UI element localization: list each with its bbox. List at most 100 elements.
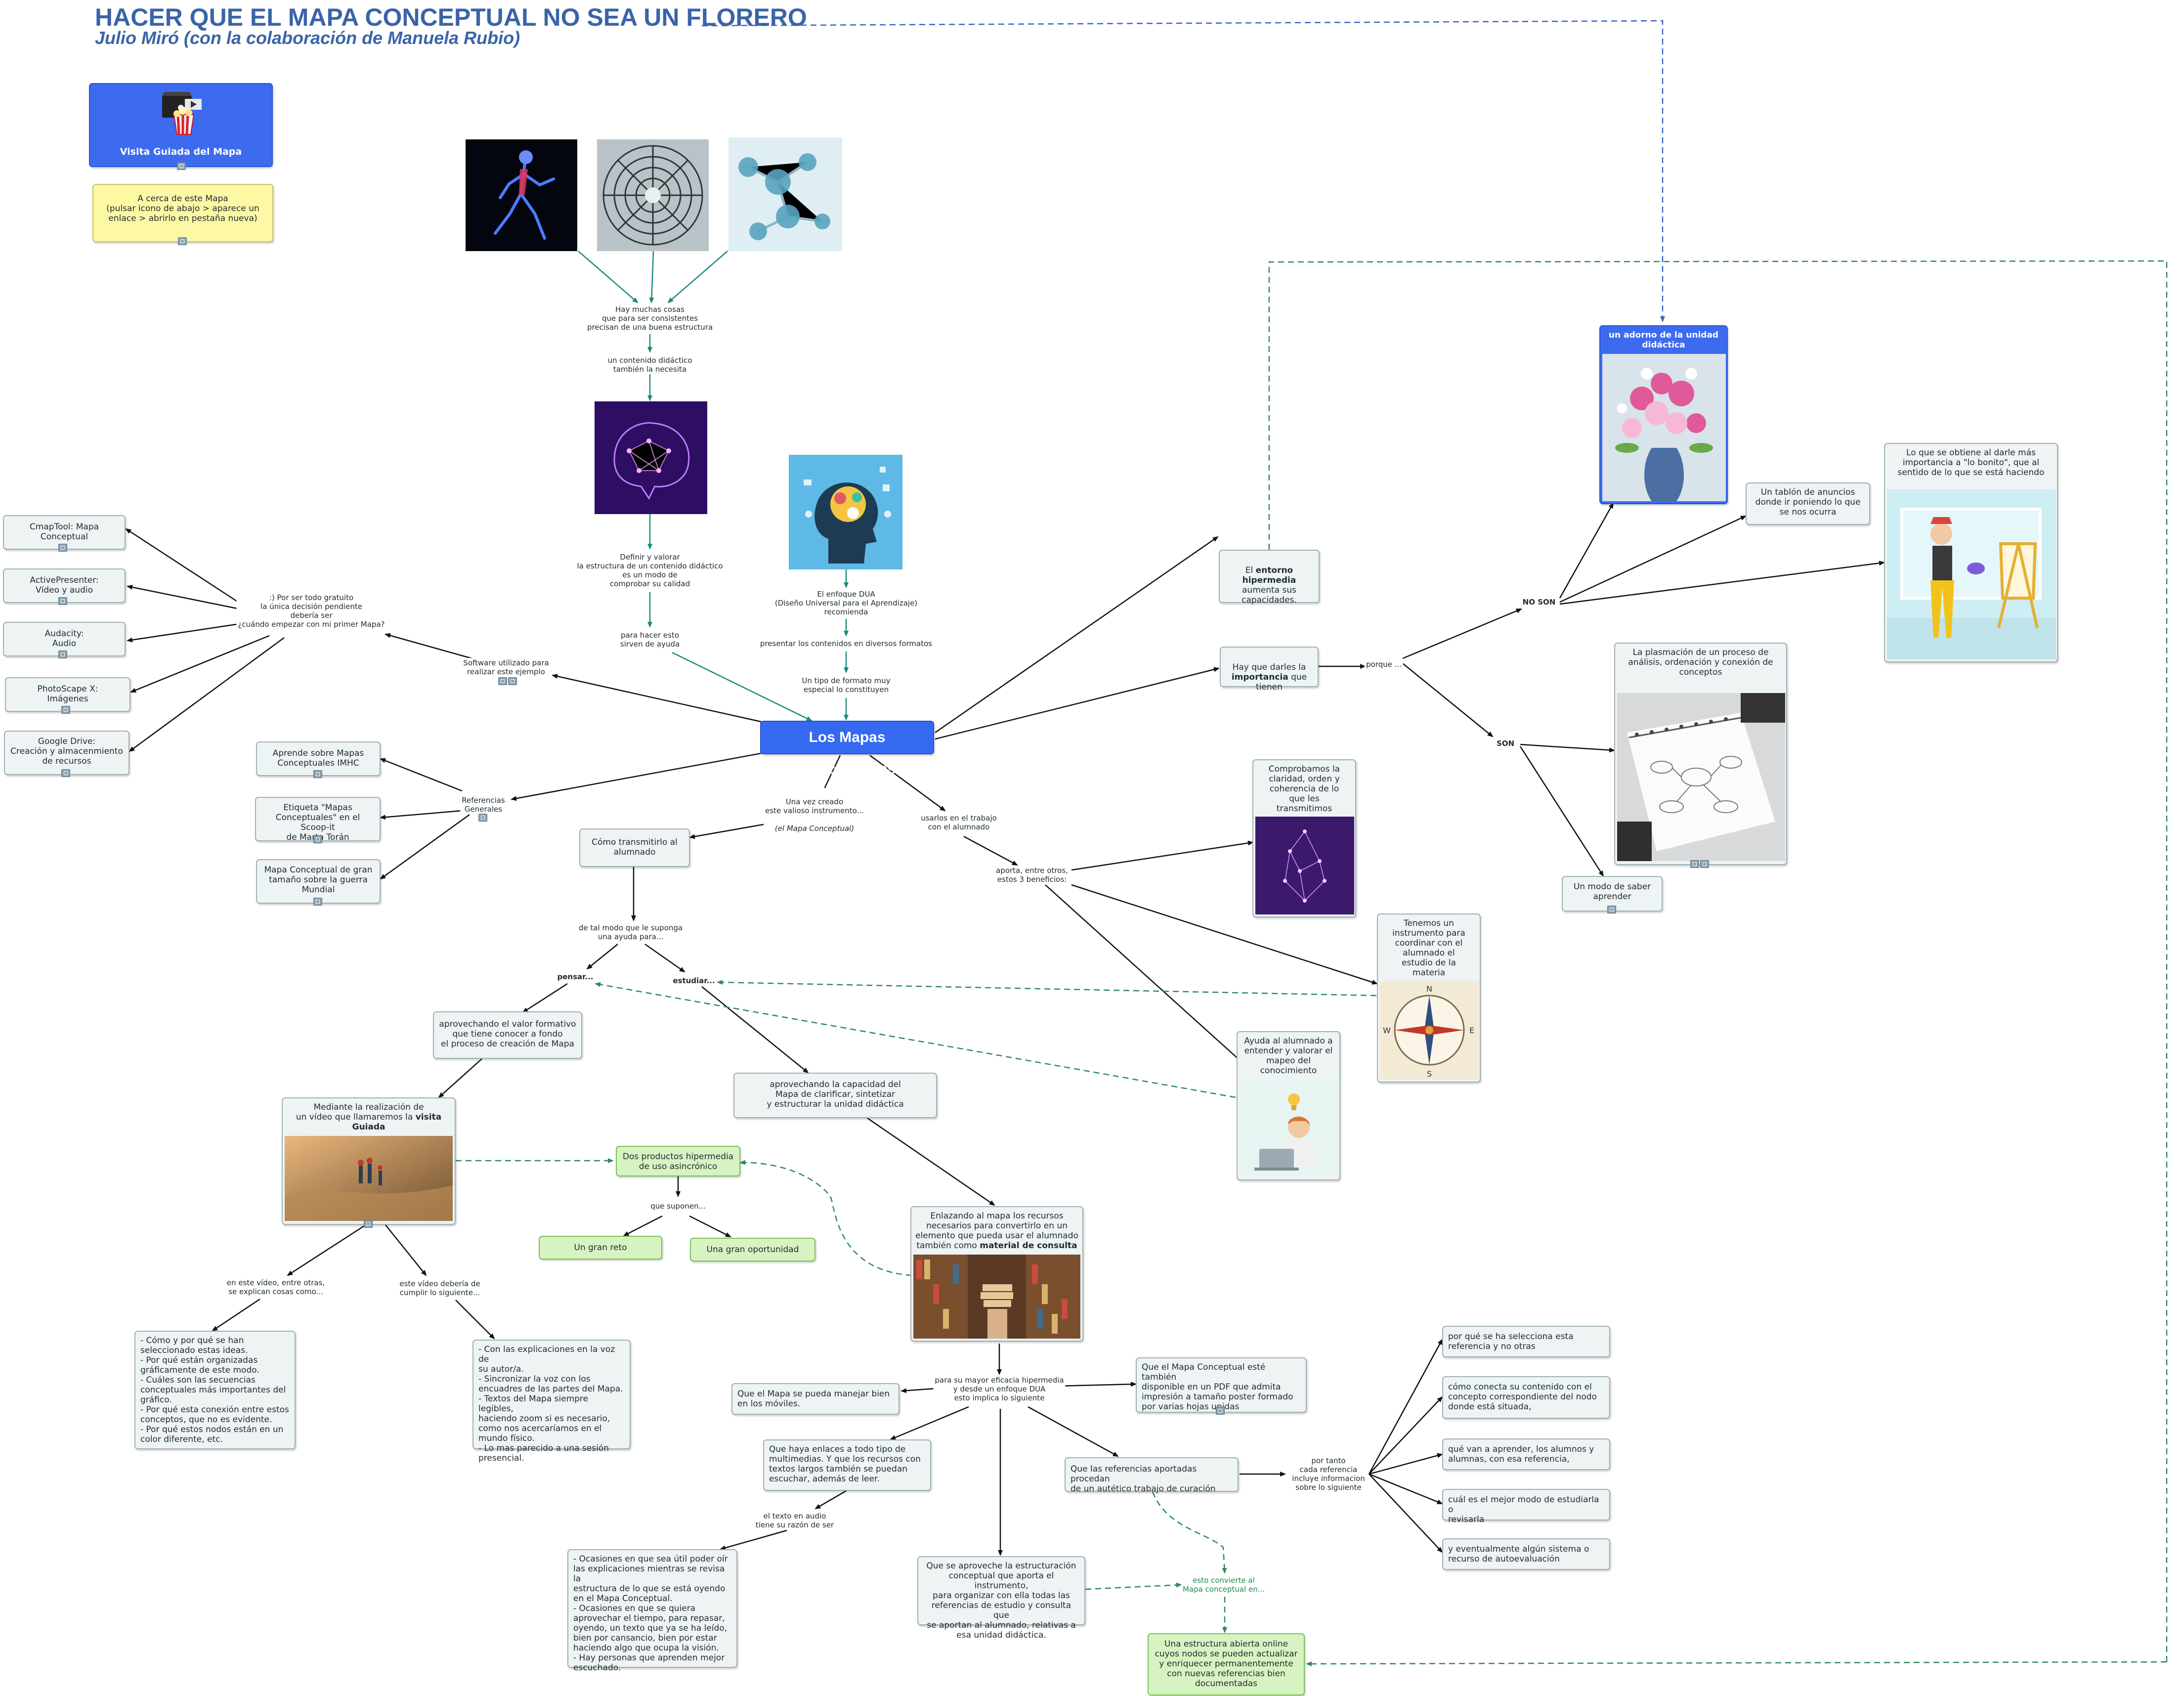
because-label: porque ... [1365,659,1403,669]
software-googledrive[interactable]: Google Drive: Creación y almacenmiento d… [4,731,129,775]
video-guided-tour-node[interactable]: Mediante la realización de un vídeo que … [282,1097,456,1225]
environment-text-b: entorno hipermedia [1242,565,1296,585]
opportunity-node[interactable]: Una gran oportunidad [690,1238,815,1261]
importance-node[interactable]: Hay que darles la importancia que tienen [1220,647,1319,692]
challenge-node[interactable]: Un gran reto [539,1236,662,1260]
resources-consultation-node[interactable]: Enlazando al mapa los recursos necesario… [910,1206,1083,1342]
benefit-coordinate-text: Tenemos un instrumento para coordinar co… [1392,918,1465,978]
pdf-link-icon[interactable] [1216,1407,1225,1415]
use-with-label: usarlos en el trabajo con el alumnado [919,813,998,832]
ref-info-learn: qué van a aprender, los alumnos y alumna… [1442,1438,1610,1470]
video-requirements-list: - Con las explicaciones en la voz de su … [472,1340,631,1463]
process-node[interactable]: La plasmación de un proceso de análisis,… [1614,643,1787,865]
becomes-label: esto convierte al Mapa conceptual en... [1181,1575,1267,1594]
to-do-this-label: para hacer esto sirven de ayuda [618,630,682,649]
guided-tour-node[interactable]: Visita Guiada del Mapa [89,83,273,170]
edge-invideo-items [212,1298,260,1332]
ref-info-study: cuál es el mejor modo de estudiarla o re… [1442,1489,1610,1524]
dua-label: El enfoque DUA (Diseño Universal para el… [773,589,919,617]
curation-node[interactable]: Que las referencias aportadas procedan d… [1065,1457,1239,1494]
leverage-capacity-node[interactable]: aprovechando la capacidad del Mapa de cl… [733,1073,937,1118]
references-link-icon[interactable] [478,814,487,822]
edge-question-active [127,585,240,610]
edge-capacity-resources [867,1117,995,1206]
importance-text-b: importancia [1231,672,1288,682]
audacity-link-icon[interactable] [58,651,67,658]
benefit-check-node[interactable]: Comprobamos la claridad, orden y coheren… [1252,759,1356,917]
edge-provides-coordinate [1071,884,1378,985]
edge-question-cmap [125,528,240,604]
audio-reasons-list: - Ocasiones en que sea útil poder oír la… [567,1549,737,1673]
reference-scoopit[interactable]: Etiqueta "Mapas Conceptuales" en el Scoo… [255,797,381,842]
map-title: HACER QUE EL MAPA CONCEPTUAL NO SEA UN F… [95,3,807,31]
pdf-node[interactable]: Que el Mapa Conceptual esté también disp… [1136,1357,1307,1413]
imhc-link-icon[interactable] [313,770,322,778]
about-map-link-icon[interactable] [178,237,187,245]
how-transmit-node[interactable]: Cómo transmitirlo al alumnado [579,828,690,867]
hub-concept-maps[interactable]: Los Mapas Conceptuales [760,721,934,777]
activepresenter-link-icon[interactable] [58,597,67,605]
software-link-icon-b[interactable] [508,677,517,685]
process-link-icon-a[interactable] [1690,860,1699,868]
runner-anatomy-image [466,139,577,251]
reference-world-war[interactable]: Mapa Conceptual de gran tamaño sobre la … [256,859,381,904]
software-link-icon-a[interactable] [498,677,507,685]
learn-link-icon[interactable] [1607,906,1616,913]
resources-text-a: Enlazando al mapa los recursos necesario… [915,1211,1078,1251]
process-text: La plasmación de un proceso de análisis,… [1628,648,1773,677]
edge-notare-pretty [1559,561,1885,605]
mobile-node[interactable]: Que el Mapa se pueda manejar bien en los… [731,1383,899,1415]
edge-hub-environment [935,536,1219,734]
are-label: SON [1495,739,1516,748]
edge-imply-opportunity [689,1215,731,1238]
edge-references-scoop [380,810,463,820]
edge-photo2-many [649,251,654,304]
importance-text-c: que tienen [1256,672,1307,692]
edge-references-imhc [380,758,463,792]
think-label: pensar... [556,972,595,982]
cmaptool-link-icon[interactable] [58,544,67,552]
video-explains-list: - Cómo y por qué se han seleccionado est… [134,1331,296,1449]
resource-link-icon[interactable] [177,162,186,170]
benefit-check-text: Comprobamos la claridad, orden y coheren… [1268,764,1340,814]
pretty-node[interactable]: Lo que se obtiene al darle más importanc… [1884,443,2058,662]
painter-image [1887,489,2056,659]
resources-text-b: material de consulta [980,1241,1077,1251]
edge-question-audacity [127,623,240,643]
about-map-node[interactable]: A cerca de este Mapa (pulsar icono de ab… [92,184,273,242]
two-products-node[interactable]: Dos productos hipermedia de uso asincrón… [616,1146,740,1176]
benefit-help-node[interactable]: Ayuda al alumnado a entender y valorar e… [1237,1031,1340,1180]
video-guided-tour-text: Mediante la realización de un vídeo que … [283,1098,455,1134]
therefore-label: por tanto cada referencia incluye inform… [1290,1456,1367,1492]
edge-are-process [1520,743,1615,753]
googledrive-link-icon[interactable] [61,769,70,777]
leverage-value-node[interactable]: aprovechando el valor formativo que tien… [433,1011,582,1059]
leverage-structure-node[interactable]: Que se aproveche la estructuración conce… [917,1556,1085,1640]
software-activepresenter[interactable]: ActivePresenter: Vídeo y audio [3,568,126,603]
ornament-text: un adorno de la unidad didáctica [1608,330,1719,350]
edge-hub-usewith [869,754,946,812]
multimedia-links-node[interactable]: Que haya enlaces a todo tipo de multimed… [763,1439,931,1491]
edge-todo-hub [672,652,813,722]
resources-consultation-text: Enlazando al mapa los recursos necesario… [911,1207,1082,1253]
software-question-label: :) Por ser todo gratuito la única decisi… [236,593,386,629]
hypermedia-environment-node[interactable]: El entorno hipermedia aumenta sus capaci… [1219,550,1320,605]
travellers-map-image [285,1136,453,1221]
photoscape-link-icon[interactable] [61,706,70,714]
video-link-icon[interactable] [364,1220,373,1228]
scoopit-link-icon[interactable] [313,835,322,843]
imply-label: que suponen... [649,1201,707,1211]
notice-board-node[interactable]: Un tablón de anuncios donde ir poniendo … [1746,482,1870,525]
edge-question-drive [128,637,285,752]
benefit-coordinate-node[interactable]: Tenemos un instrumento para coordinar co… [1377,913,1481,1083]
edge-therefore-ref5 [1369,1474,1443,1553]
edge-leverage-video [438,1058,482,1098]
world-war-link-icon[interactable] [313,898,322,906]
ornament-node[interactable]: un adorno de la unidad didáctica [1599,325,1728,504]
software-photoscape[interactable]: PhotoScape X: Imágenes [5,677,130,712]
ref-info-connection: cómo conecta su contenido con el concept… [1442,1376,1610,1419]
process-link-icon-b[interactable] [1700,860,1709,868]
svg-text:W: W [1383,1026,1391,1035]
edge-because-are [1402,663,1494,738]
open-structure-node[interactable]: Una estructura abierta online cuyos nodo… [1148,1633,1305,1696]
